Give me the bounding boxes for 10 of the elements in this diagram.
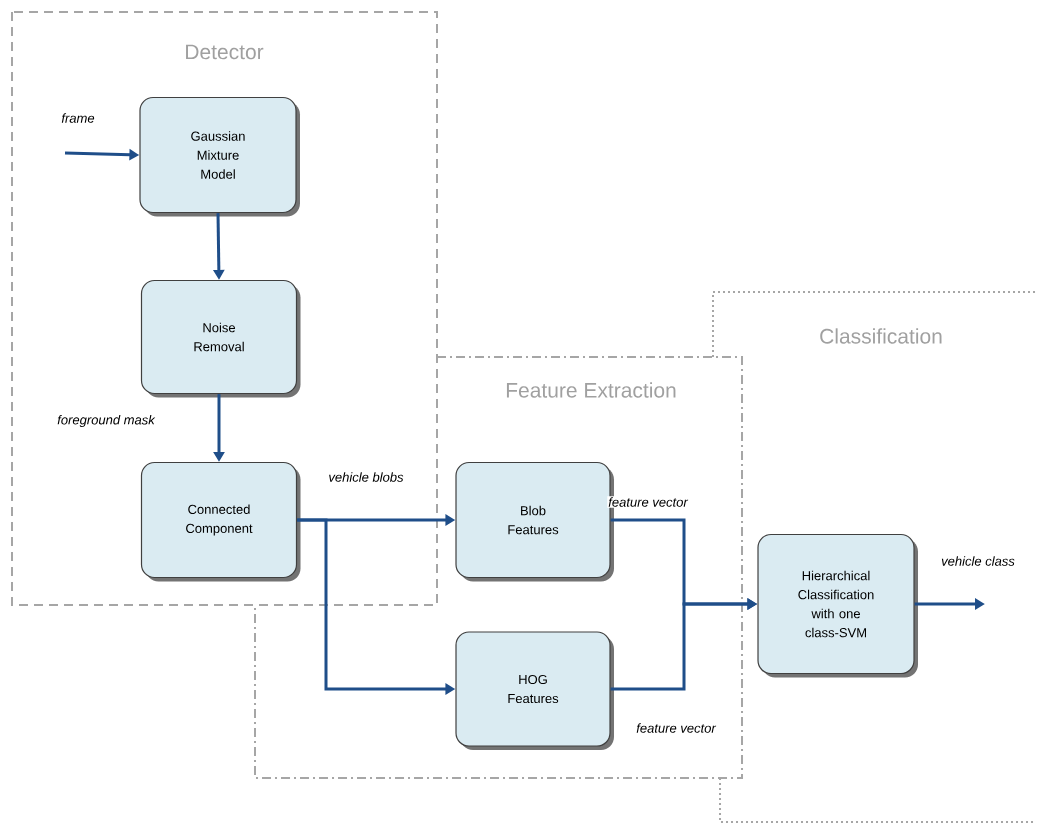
edge-label: vehicle blobs (327, 471, 405, 483)
process-box: Hierarchical Classification with one class-SVM (757, 533, 918, 678)
process-box: Gaussian Mixture Model (139, 96, 300, 217)
edge-label: feature vector (607, 496, 689, 508)
edge-label: foreground mask (56, 413, 156, 429)
edge-label: vehicle class (940, 555, 1016, 567)
process-box: Connected Component (140, 461, 301, 582)
process-box: HOG Features (455, 631, 614, 750)
process-box: Noise Removal (140, 279, 301, 398)
edge-label: frame (60, 112, 96, 124)
